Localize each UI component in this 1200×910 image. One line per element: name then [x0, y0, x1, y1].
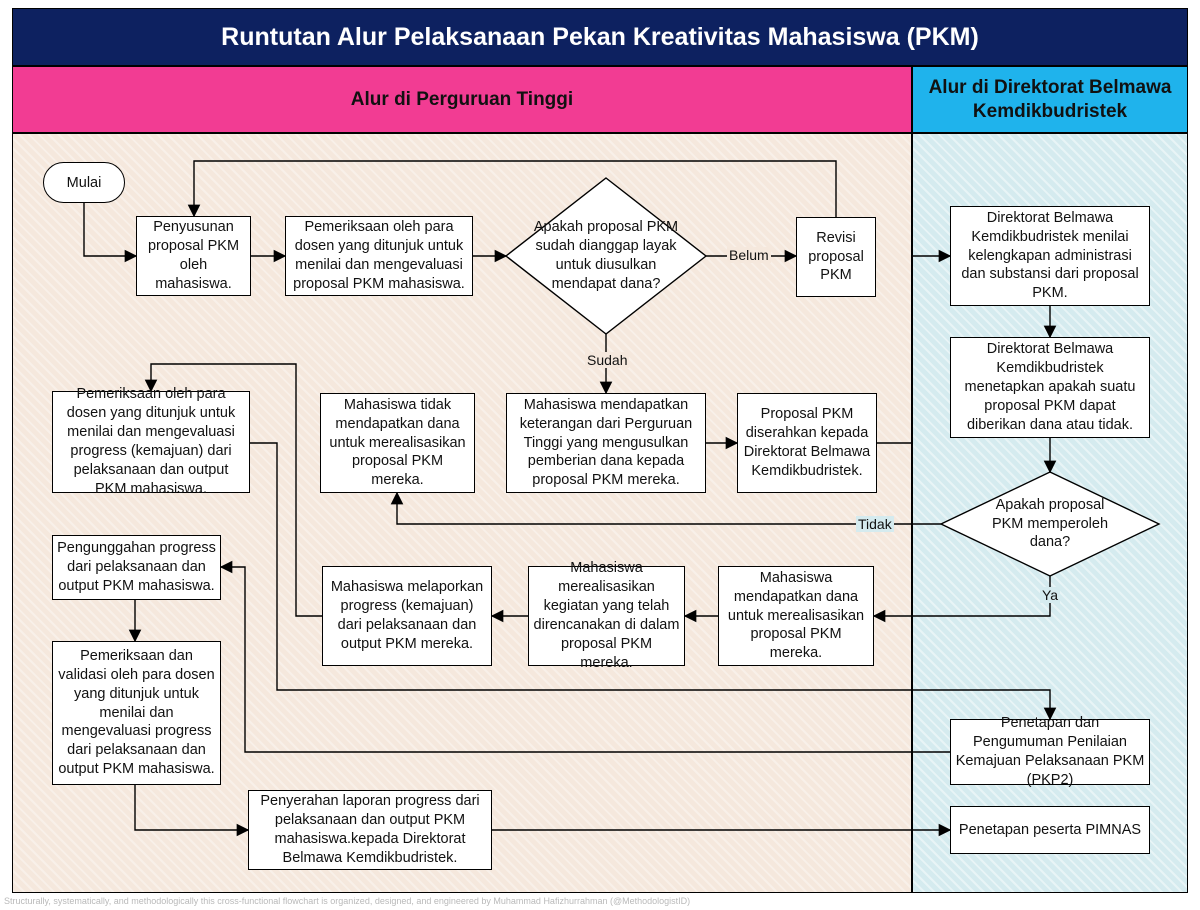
node-belmawa-menetapkan: Direktorat Belmawa Kemdikbudristek menet…: [950, 337, 1150, 438]
node-penyusunan-proposal: Penyusunan proposal PKM oleh mahasiswa.: [136, 216, 251, 296]
node-mhs-keterangan: Mahasiswa mendapatkan keterangan dari Pe…: [506, 393, 706, 493]
edge-label-ya: Ya: [1040, 587, 1061, 603]
start-terminal: Mulai: [43, 162, 125, 203]
node-mhs-tidak-dana: Mahasiswa tidak mendapatkan dana untuk m…: [320, 393, 475, 493]
node-pengunggahan-progress: Pengunggahan progress dari pelaksanaan d…: [52, 535, 221, 600]
edge-tidak: [390, 491, 941, 525]
node-mhs-merealisasikan: Mahasiswa merealisasikan kegiatan yang t…: [528, 560, 685, 671]
lane-header-direktorat-belmawa: Alur di Direktorat Belmawa Kemdikbudrist…: [912, 66, 1188, 133]
edge-pkp2-pengunggahan: [219, 560, 950, 753]
decision-dana-text: Apakah proposal PKM memperoleh dana?: [991, 496, 1109, 551]
node-pemeriksaan-validasi: Pemeriksaan dan validasi oleh para dosen…: [52, 641, 221, 785]
lane-header-perguruan-tinggi: Alur di Perguruan Tinggi: [12, 66, 912, 133]
node-pemeriksaan-progress: Pemeriksaan oleh para dosen yang ditunju…: [52, 386, 250, 497]
edge-label-sudah: Sudah: [585, 352, 630, 368]
edge-revisi-loop: [187, 160, 837, 218]
node-penetapan-pkp2: Penetapan dan Pengumuman Penilaian Kemaj…: [950, 715, 1150, 788]
edge-diserahkan-belmawa: [877, 249, 952, 444]
diagram-title: Runtutan Alur Pelaksanaan Pekan Kreativi…: [12, 8, 1188, 66]
node-belmawa-menilai: Direktorat Belmawa Kemdikbudristek menil…: [950, 206, 1150, 306]
edge-label-belum: Belum: [727, 247, 771, 263]
node-revisi-proposal: Revisi proposal PKM: [796, 217, 876, 297]
decision-layak-text: Apakah proposal PKM sudah dianggap layak…: [533, 219, 679, 292]
edge-ya: [872, 576, 1051, 623]
node-penetapan-pimnas: Penetapan peserta PIMNAS: [950, 806, 1150, 854]
edge-mulai-penyusunan: [83, 203, 138, 263]
edge-validasi-penyerahan: [134, 785, 250, 837]
node-proposal-diserahkan: Proposal PKM diserahkan kepada Direktora…: [737, 393, 877, 493]
edge-progress-pkp2: [250, 442, 1057, 721]
node-mhs-dapat-dana: Mahasiswa mendapatkan dana untuk mereali…: [718, 566, 874, 666]
node-mhs-melaporkan: Mahasiswa melaporkan progress (kemajuan)…: [322, 566, 492, 666]
edge-label-tidak: Tidak: [856, 516, 894, 532]
footer-credit: Structurally, systematically, and method…: [4, 896, 691, 906]
node-pemeriksaan-dosen: Pemeriksaan oleh para dosen yang ditunju…: [285, 216, 473, 296]
node-penyerahan-laporan: Penyerahan laporan progress dari pelaksa…: [248, 790, 492, 870]
edge-melaporkan-progress: [144, 363, 322, 617]
